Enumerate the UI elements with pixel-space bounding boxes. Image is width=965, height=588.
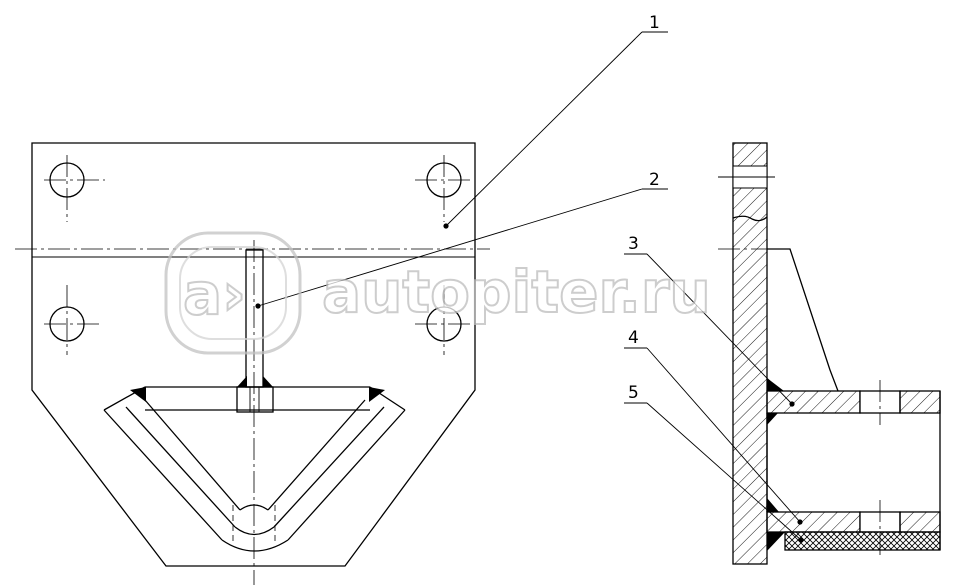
tube-wall-top — [766, 390, 861, 414]
stem-block — [236, 386, 274, 413]
liner-strip — [784, 531, 941, 551]
mounting-hole-top-right — [415, 155, 472, 222]
break-line — [732, 215, 768, 222]
bracket-arm — [767, 248, 839, 392]
watermark-logo-badge — [164, 231, 302, 355]
vertical-stem — [245, 249, 264, 388]
weld-stem — [237, 376, 247, 387]
mounting-hole-top-left — [44, 155, 105, 222]
weld-bottom — [767, 498, 779, 512]
weld-top — [767, 378, 784, 391]
callout-4: 4 — [628, 328, 639, 348]
side-view — [718, 142, 941, 565]
callout-3: 3 — [628, 234, 639, 254]
watermark-logo-glyph: a› — [183, 260, 246, 328]
watermark: a› autopiter.ru — [164, 231, 712, 355]
mounting-hole-bottom-left — [44, 285, 100, 355]
mounting-hole-bottom-right — [415, 285, 472, 355]
callouts: 1 2 3 4 5 — [257, 13, 802, 541]
callout-5: 5 — [628, 383, 639, 403]
side-plate — [732, 142, 768, 565]
v-channel — [103, 386, 406, 552]
callout-2: 2 — [649, 170, 660, 190]
watermark-text: autopiter.ru — [322, 258, 711, 326]
callout-1: 1 — [649, 13, 660, 33]
bracket-plate-outline — [31, 142, 476, 567]
front-view — [15, 142, 490, 585]
